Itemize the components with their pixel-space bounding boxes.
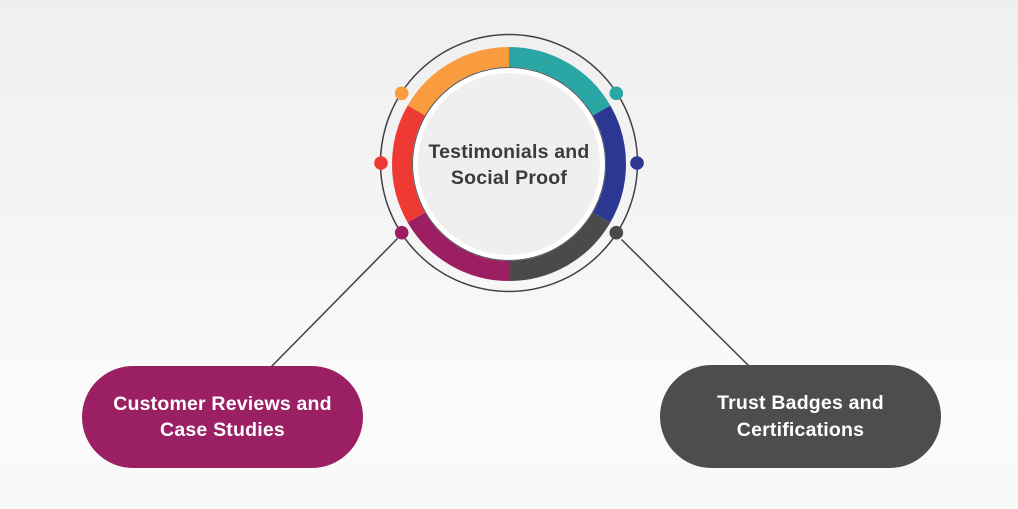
ring-segment-orange xyxy=(407,47,510,116)
magenta-dot-icon xyxy=(394,225,409,240)
blue-dot-icon xyxy=(630,156,644,170)
orange-dot-icon xyxy=(394,86,409,101)
ring-segment-teal xyxy=(508,47,611,116)
center-circle-face xyxy=(418,73,600,255)
center-topic-label: Testimonials and Social Proof xyxy=(428,141,590,189)
branch-label-right: Trust Badges and Certifications xyxy=(717,392,884,441)
ring-segment-blue xyxy=(592,105,626,223)
red-dot-icon xyxy=(374,156,388,170)
ring-segment-magenta xyxy=(407,212,510,281)
branch-node-customer-reviews: Customer Reviews and Case Studies xyxy=(82,366,363,468)
ring-segment-dark-gray xyxy=(508,212,611,281)
connector-line-left xyxy=(270,237,399,368)
teal-dot-icon xyxy=(609,86,624,101)
gray-dot-icon xyxy=(609,225,624,240)
connector-line-right xyxy=(620,238,752,369)
branch-label-left: Customer Reviews and Case Studies xyxy=(113,392,332,441)
ring-segment-red xyxy=(392,105,426,223)
branch-node-trust-badges: Trust Badges and Certifications xyxy=(660,365,941,468)
